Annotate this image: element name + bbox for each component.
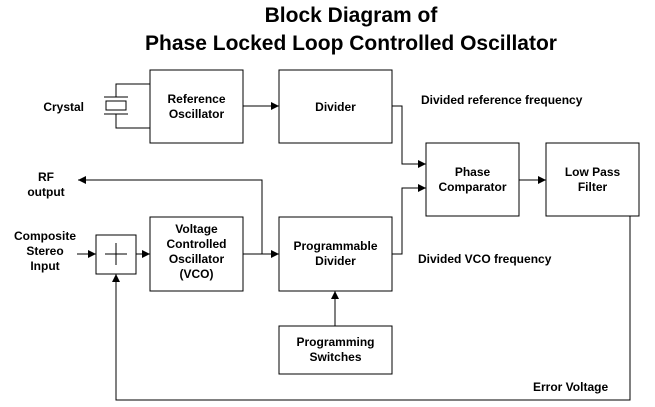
block-reference-oscillator: Reference Oscillator: [149, 69, 244, 144]
wire-programmable-divider-to-phase-comparator: [392, 184, 426, 255]
block-phase-comparator-line-1: Phase: [455, 165, 491, 179]
summing-junction-icon: [95, 234, 137, 275]
diagram-title-line-1: Block Diagram of: [265, 4, 439, 27]
block-programming-switches: Programming Switches: [278, 325, 393, 375]
block-vco-line-1: Voltage: [175, 222, 218, 236]
block-vco-line-3: Oscillator: [169, 252, 225, 266]
block-programming-switches-line-2: Switches: [309, 350, 361, 364]
divided-reference-frequency-label: Divided reference frequency: [421, 93, 583, 107]
composite-input-label-line-2: Stereo: [26, 244, 63, 258]
wire-rf-output: [78, 176, 263, 254]
block-vco: Voltage Controlled Oscillator (VCO): [149, 216, 244, 292]
divided-vco-frequency-label: Divided VCO frequency: [418, 252, 552, 266]
composite-input-label-line-1: Composite: [14, 229, 76, 243]
rf-output-label-line-2: output: [27, 185, 64, 199]
composite-input-label-line-3: Input: [30, 259, 59, 273]
block-low-pass-filter-line-1: Low Pass: [565, 165, 621, 179]
block-vco-line-4: (VCO): [180, 267, 214, 281]
block-programmable-divider-line-1: Programmable: [293, 239, 377, 253]
wire-divider-to-phase-comparator: [392, 105, 426, 168]
block-reference-oscillator-line-1: Reference: [167, 92, 225, 106]
rf-output-label-line-1: RF: [38, 170, 54, 184]
wire-crystal-bottom: [115, 121, 150, 129]
block-phase-comparator-line-2: Comparator: [438, 180, 506, 194]
block-low-pass-filter-line-2: Filter: [578, 180, 608, 194]
block-programming-switches-line-1: Programming: [296, 335, 374, 349]
block-low-pass-filter: Low Pass Filter: [545, 142, 640, 217]
block-divider-label: Divider: [315, 100, 356, 114]
block-programmable-divider: Programmable Divider: [278, 216, 393, 292]
diagram-title-line-2: Phase Locked Loop Controlled Oscillator: [145, 32, 557, 55]
wire-crystal-top: [115, 83, 150, 91]
error-voltage-label: Error Voltage: [533, 380, 608, 394]
block-divider: Divider: [278, 69, 393, 144]
block-reference-oscillator-line-2: Oscillator: [169, 107, 225, 121]
block-vco-line-2: Controlled: [167, 237, 227, 251]
crystal-icon: [104, 91, 128, 121]
crystal-label: Crystal: [43, 100, 84, 114]
block-programmable-divider-line-2: Divider: [315, 254, 356, 268]
block-phase-comparator: Phase Comparator: [425, 142, 520, 217]
